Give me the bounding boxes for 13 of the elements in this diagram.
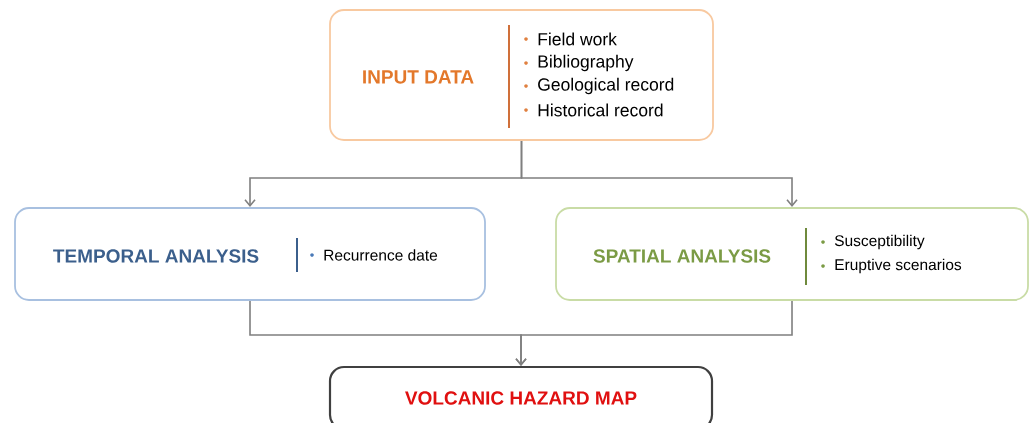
box-title: SPATIAL ANALYSIS — [593, 249, 771, 263]
arrow — [515, 300, 793, 366]
list-item: Eruptive scenarios — [821, 258, 962, 274]
list-item: Geological record — [524, 77, 674, 95]
arrow — [520, 140, 798, 208]
box-title: VOLCANIC HAZARD MAP — [405, 391, 637, 405]
box-title: TEMPORAL ANALYSIS — [53, 249, 259, 263]
list-item: Bibliography — [524, 54, 634, 72]
list-item: Field work — [524, 32, 617, 46]
list-item: Historical record — [524, 103, 663, 117]
list-item: Susceptibility — [821, 234, 925, 250]
list-item: Recurrence date — [310, 249, 438, 261]
box-title: INPUT DATA — [363, 70, 474, 84]
